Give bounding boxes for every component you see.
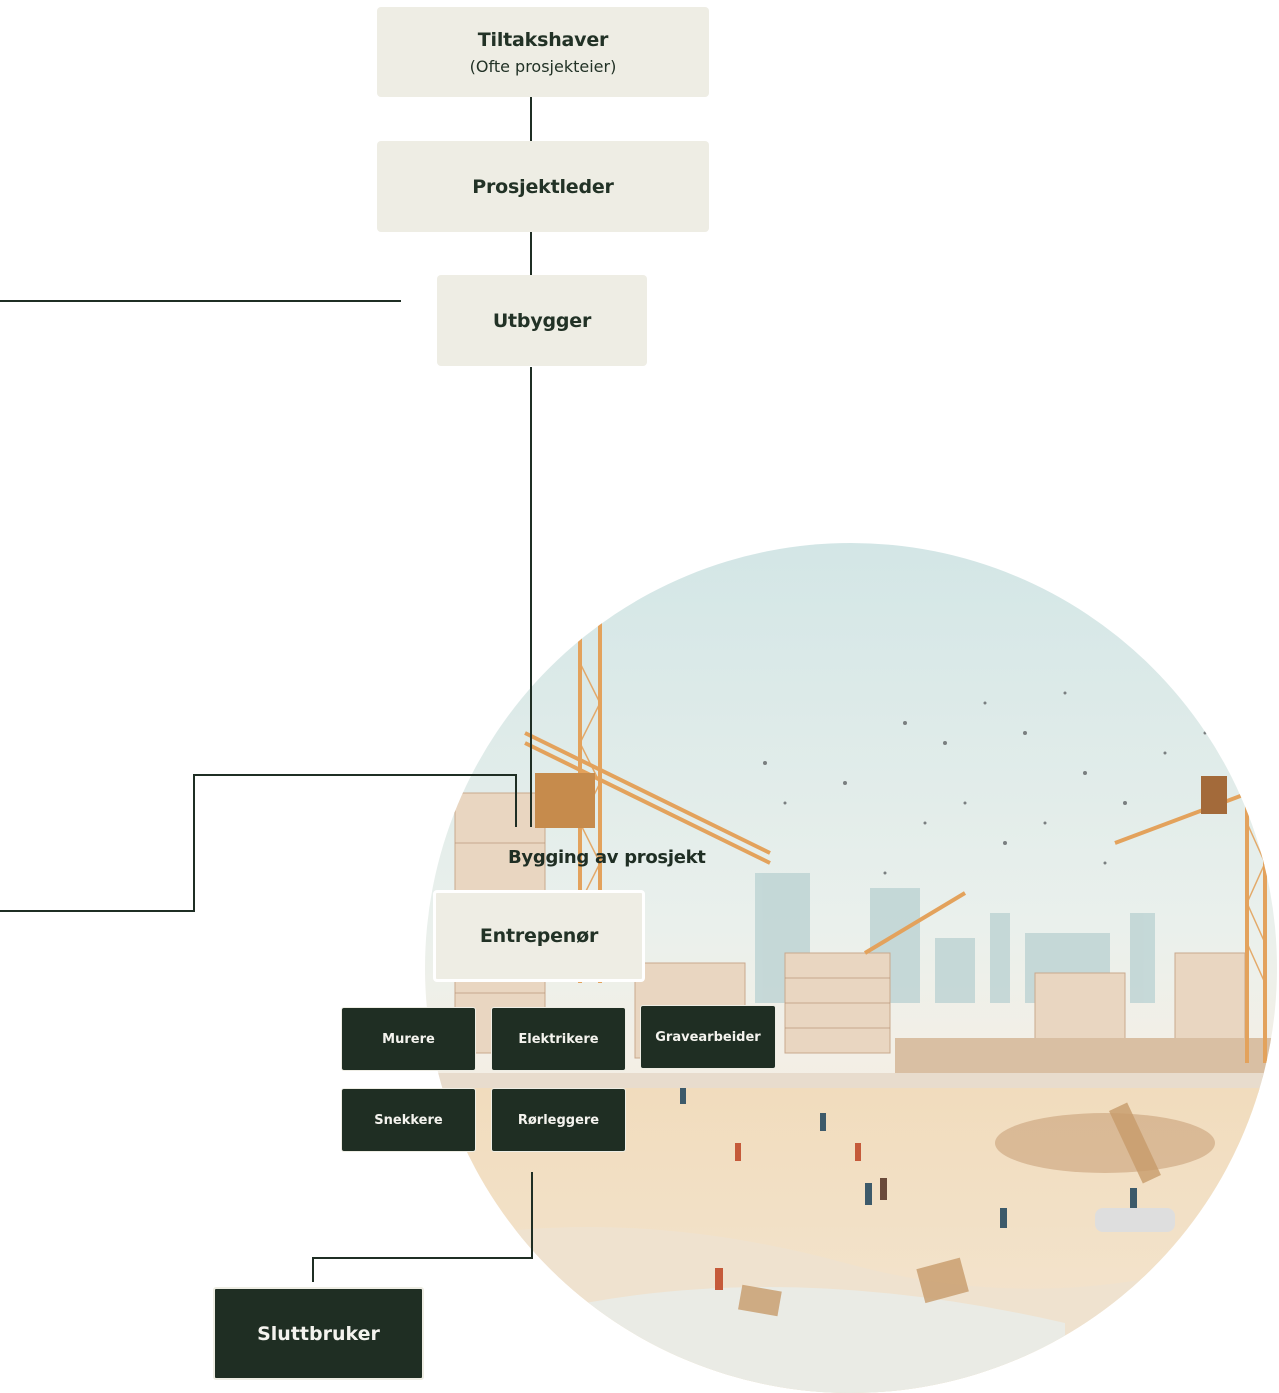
- trade-murere: Murere: [341, 1007, 476, 1071]
- trade-gravearbeider: Gravearbeider: [640, 1005, 776, 1069]
- trade-rorleggere: Rørleggere: [491, 1088, 626, 1152]
- connector-left-drop: [515, 774, 517, 827]
- node-tiltakshaver-subtitle: (Ofte prosjekteier): [469, 56, 617, 76]
- node-tiltakshaver: Tiltakshaver (Ofte prosjekteier): [377, 7, 709, 97]
- node-prosjektleder: Prosjektleder: [377, 141, 709, 232]
- node-sluttbruker: Sluttbruker: [213, 1287, 424, 1380]
- trade-snekkere: Snekkere: [341, 1088, 476, 1152]
- phase-label: Bygging av prosjekt: [508, 847, 706, 868]
- node-utbygger: Utbygger: [437, 275, 647, 366]
- connector-left-vertical: [193, 774, 195, 912]
- node-utbygger-title: Utbygger: [492, 309, 592, 332]
- connector-left-top: [193, 774, 517, 776]
- connector-to-sluttbruker: [312, 1257, 314, 1282]
- connector-left-utbygger: [0, 300, 401, 302]
- node-entreprenor: Entrepenør: [433, 890, 645, 982]
- node-prosjektleder-title: Prosjektleder: [472, 175, 614, 198]
- connector-prosjektleder-utbygger: [530, 232, 532, 275]
- trade-elektrikere: Elektrikere: [491, 1007, 626, 1071]
- connector-tiltakshaver-prosjektleder: [530, 96, 532, 141]
- connector-trades-horizontal: [312, 1257, 533, 1259]
- node-entreprenor-title: Entrepenør: [479, 925, 599, 947]
- node-tiltakshaver-title: Tiltakshaver: [477, 28, 609, 51]
- connector-utbygger-entreprenor: [530, 367, 532, 827]
- connector-trades-down: [531, 1172, 533, 1259]
- connector-left-bottom: [0, 910, 195, 912]
